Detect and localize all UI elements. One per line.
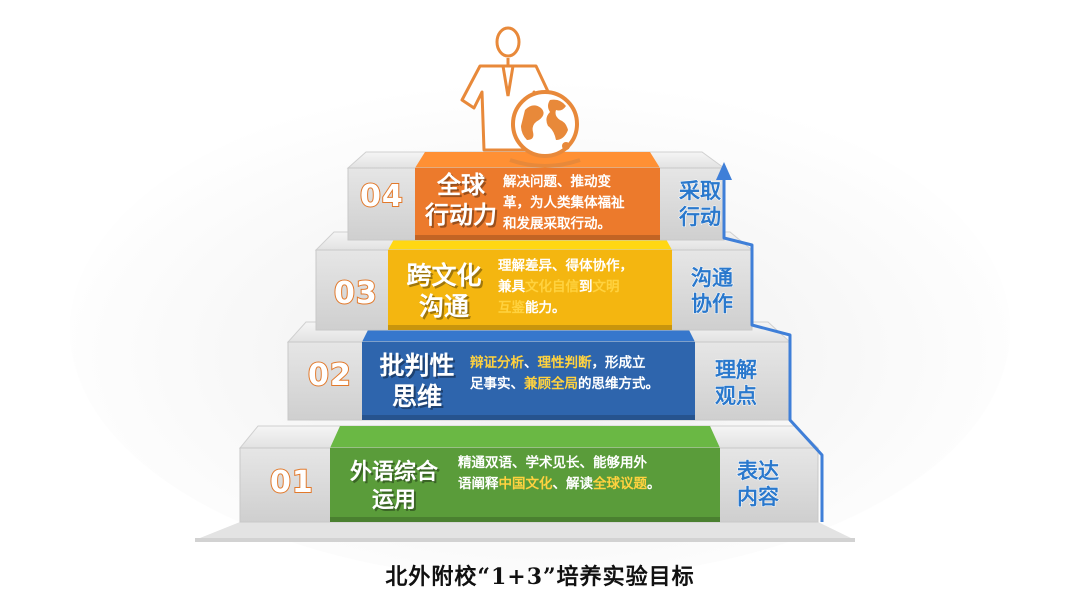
step-2-title-line: 批判性 bbox=[379, 351, 455, 380]
side-label-line: 协作 bbox=[691, 292, 734, 317]
highlight-text: 辩证分析 bbox=[470, 355, 524, 371]
step-2-title-line: 思维 bbox=[391, 382, 442, 411]
description-line: 革，为人类集体福祉 bbox=[503, 195, 625, 211]
step-1-description: 精通双语、学术见长、能够用外语阐释中国文化、解读全球议题。 bbox=[458, 453, 718, 495]
arrow-up-icon bbox=[716, 162, 732, 180]
step-1-number: 01 bbox=[269, 465, 314, 500]
highlight-text: 中国文化 bbox=[498, 476, 553, 492]
step-2-side-label: 理解观点 bbox=[700, 357, 772, 409]
step-1-panel-shadow bbox=[330, 517, 720, 522]
side-label-line: 表达 bbox=[737, 459, 780, 484]
step-4-color-tread bbox=[415, 152, 660, 168]
step-2-panel bbox=[362, 342, 695, 420]
step-1-title-line: 运用 bbox=[371, 488, 416, 513]
step-2-title: 批判性思维 bbox=[366, 350, 468, 412]
step-4-description: 解决问题、推动变革，为人类集体福祉和发展采取行动。 bbox=[503, 172, 661, 235]
side-label-line: 理解 bbox=[715, 358, 758, 383]
step-3-title-line: 沟通 bbox=[418, 292, 469, 321]
step-3-number: 03 bbox=[333, 276, 378, 311]
highlight-text: 文明 bbox=[592, 279, 620, 295]
highlight-text: 理性判断 bbox=[537, 355, 592, 371]
step-1-title-line: 外语综合 bbox=[349, 460, 438, 485]
step-1-title: 外语综合运用 bbox=[336, 459, 452, 515]
step-3-panel bbox=[388, 250, 672, 330]
step-2-panel-shadow bbox=[362, 415, 695, 420]
description-line: 和发展采取行动。 bbox=[503, 216, 611, 232]
stair-base-edge bbox=[195, 538, 855, 542]
step-3-title: 跨文化沟通 bbox=[394, 260, 494, 322]
highlight-text: 互鉴 bbox=[498, 300, 525, 316]
arrow-line bbox=[722, 176, 824, 522]
step-1-panel bbox=[330, 448, 720, 522]
description-line: 辩证分析、理性判断，形成立 bbox=[470, 355, 646, 371]
description-line: 互鉴能力。 bbox=[498, 300, 566, 316]
globe-icon bbox=[509, 90, 581, 168]
step-3-title-line: 跨文化 bbox=[406, 261, 482, 290]
side-label-line: 内容 bbox=[737, 485, 780, 510]
highlight-text: 全球议题 bbox=[593, 476, 647, 492]
description-line: 理解差异、得体协作， bbox=[498, 258, 633, 274]
description-line: 解决问题、推动变 bbox=[503, 174, 611, 190]
description-line: 语阐释中国文化、解读全球议题。 bbox=[458, 476, 661, 492]
step-3-description: 理解差异、得体协作， 兼具文化自信到文明互鉴能力。 bbox=[498, 256, 670, 319]
step-4-panel bbox=[415, 168, 660, 240]
description-line: 足事实、兼顾全局的思维方式。 bbox=[470, 376, 659, 392]
step-3-panel-shadow bbox=[388, 325, 672, 330]
step-4-title-line: 行动力 bbox=[425, 201, 497, 229]
diagram-caption: 北外附校“1+3”培养实验目标 bbox=[385, 564, 695, 590]
step-3-side-label: 沟通协作 bbox=[676, 265, 748, 317]
step-1-color-tread bbox=[330, 426, 720, 448]
stair-base bbox=[195, 522, 855, 540]
step-4-number: 04 bbox=[359, 179, 404, 214]
description-line: 兼具文化自信到文明 bbox=[498, 279, 620, 295]
highlight-text: 文化自信 bbox=[525, 279, 579, 295]
step-2-description: 辩证分析、理性判断，形成立足事实、兼顾全局的思维方式。 bbox=[470, 353, 695, 395]
step-2-number: 02 bbox=[307, 358, 352, 393]
side-label-line: 沟通 bbox=[691, 266, 734, 291]
step-4-side-label: 采取行动 bbox=[664, 178, 736, 230]
step-1-side-label: 表达内容 bbox=[722, 458, 794, 510]
side-label-line: 观点 bbox=[715, 384, 758, 409]
description-line: 精通双语、学术见长、能够用外 bbox=[458, 455, 647, 471]
side-label-line: 行动 bbox=[679, 205, 722, 230]
highlight-text: 兼顾全局 bbox=[524, 376, 578, 392]
step-4-title-line: 全球 bbox=[437, 171, 485, 199]
step-4-title: 全球行动力 bbox=[420, 170, 502, 230]
side-label-line: 采取 bbox=[679, 179, 722, 204]
step-4-panel-shadow bbox=[415, 235, 660, 240]
